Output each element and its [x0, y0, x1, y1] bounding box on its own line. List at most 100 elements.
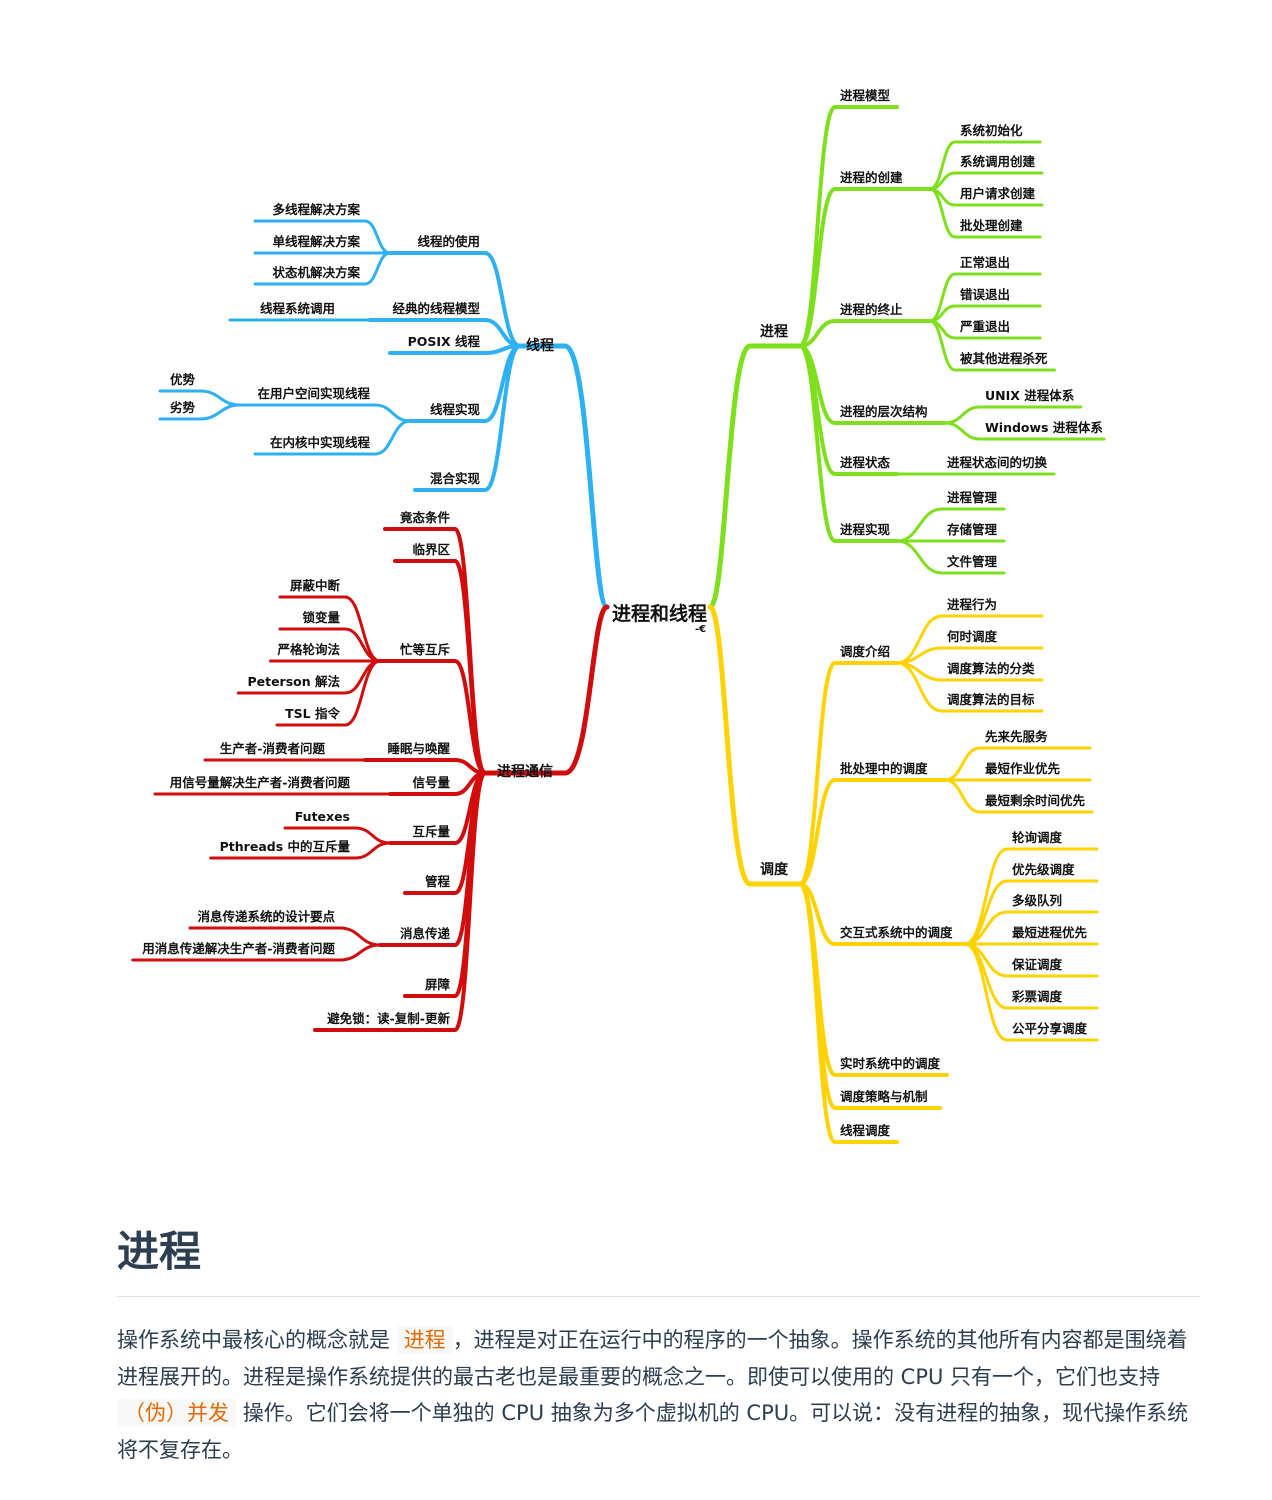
ipc-race: 竟态条件 — [399, 510, 451, 525]
ipc-monitor: 管程 — [425, 874, 451, 889]
trunk-ipc — [482, 604, 610, 776]
sched-realtime: 实时系统中的调度 — [840, 1056, 941, 1071]
process-model: 进程模型 — [840, 88, 891, 103]
ipc-rcu: 避免锁：读-复制-更新 — [327, 1011, 450, 1026]
impl-item-2: 文件管理 — [947, 554, 998, 569]
busy-wait-item-0: 屏蔽中断 — [289, 578, 341, 593]
interactive-item-6: 公平分享调度 — [1012, 1021, 1088, 1036]
termination-item-2: 严重退出 — [959, 319, 1010, 334]
hierarchy-item-1: Windows 进程体系 — [985, 420, 1103, 435]
sched-batch-edge — [798, 778, 947, 886]
ipc-rcu-edge — [313, 771, 487, 1032]
ipc-sleep-wake-edge — [363, 758, 487, 775]
sched-thread: 线程调度 — [840, 1123, 891, 1138]
classic-item-0: 线程系统调用 — [260, 301, 335, 316]
process-creation-edge — [798, 187, 932, 348]
sched-policy: 调度策略与机制 — [840, 1089, 928, 1104]
branch-process: 进程 — [760, 324, 788, 340]
batch-item-2-edge — [943, 778, 1094, 814]
sched-intro-edge — [798, 661, 899, 886]
interactive-item-4: 保证调度 — [1011, 957, 1063, 972]
thread-user-space-edge — [238, 403, 412, 423]
creation-item-3: 批处理创建 — [960, 218, 1023, 233]
batch-item-0: 先来先服务 — [985, 729, 1048, 744]
root-collapse-icon: -€ — [695, 624, 706, 635]
termination-item-1: 错误退出 — [960, 287, 1010, 302]
impl-item-2-edge — [895, 539, 1006, 575]
thread-user-space: 在用户空间实现线程 — [257, 386, 370, 401]
process-termination: 进程的终止 — [840, 302, 903, 317]
usage-item-2-edge — [253, 251, 392, 286]
interactive-item-5: 彩票调度 — [1011, 989, 1063, 1004]
hierarchy-item-1-edge — [943, 421, 1106, 441]
thread-posix: POSIX 线程 — [408, 334, 481, 349]
intro-paragraph: 操作系统中最核心的概念就是 进程，进程是对正在运行中的程序的一个抽象。操作系统的… — [117, 1322, 1207, 1468]
sched-intro: 调度介绍 — [840, 644, 890, 659]
state-item-0: 进程状态间的切换 — [947, 455, 1048, 470]
impl-item-1: 存储管理 — [946, 522, 998, 537]
inline-code-process: 进程 — [396, 1326, 453, 1354]
busy-wait-item-1: 锁变量 — [302, 610, 340, 625]
process-state: 进程状态 — [840, 455, 891, 470]
process-impl: 进程实现 — [840, 522, 891, 537]
ipc-busy-wait-edge — [378, 659, 487, 775]
section-title: 进程 — [117, 1227, 202, 1276]
message-item-1: 用消息传递解决生产者-消费者问题 — [141, 941, 335, 956]
process-impl-edge — [798, 344, 899, 543]
intro-item-1: 何时调度 — [947, 629, 998, 644]
intro-item-0: 进程行为 — [947, 597, 997, 612]
thread-hybrid-edge — [413, 344, 522, 492]
sched-thread-edge — [798, 882, 899, 1144]
interactive-item-2: 多级队列 — [1012, 893, 1062, 908]
interactive-item-6-edge — [963, 942, 1099, 1042]
busy-wait-item-3: Peterson 解法 — [247, 674, 340, 689]
sched-interactive: 交互式系统中的调度 — [840, 925, 953, 940]
paragraph-text-1: 操作系统中最核心的概念就是 — [117, 1328, 390, 1352]
ipc-mutex: 互斥量 — [412, 824, 450, 839]
interactive-item-0: 轮询调度 — [1012, 830, 1063, 845]
heading-divider — [117, 1296, 1200, 1297]
paragraph-text-3: 操作。它们会将一个单独的 CPU 抽象为多个虚拟机的 CPU。可以说：没有进程的… — [117, 1401, 1189, 1462]
process-creation: 进程的创建 — [840, 170, 903, 185]
ipc-message: 消息传递 — [400, 926, 451, 941]
user-space-item-1-edge — [158, 403, 242, 421]
mindmap-root: 进程和线程 — [612, 602, 707, 625]
user-space-item-1: 劣势 — [170, 400, 196, 415]
termination-item-0: 正常退出 — [960, 255, 1010, 270]
thread-impl: 线程实现 — [430, 402, 481, 417]
ipc-sleep-wake: 睡眠与唤醒 — [387, 741, 450, 756]
user-space-item-0: 优势 — [170, 372, 196, 387]
sched-interactive-edge — [798, 882, 967, 946]
thread-hybrid: 混合实现 — [430, 471, 481, 486]
usage-item-0: 多线程解决方案 — [272, 202, 360, 217]
inline-code-concurrency: （伪）并发 — [117, 1399, 236, 1427]
creation-item-0: 系统初始化 — [960, 123, 1023, 138]
trunk-thread — [517, 343, 610, 610]
mutex-item-0: Futexes — [295, 809, 350, 824]
creation-item-1: 系统调用创建 — [960, 154, 1036, 169]
thread-kernel-edge — [253, 419, 412, 456]
termination-item-3: 被其他进程杀死 — [960, 351, 1048, 366]
busy-wait-item-4-edge — [275, 659, 382, 727]
branch-thread: 线程 — [526, 337, 554, 354]
process-termination-edge — [798, 319, 932, 348]
intro-item-3-edge — [895, 661, 1044, 713]
intro-item-2: 调度算法的分类 — [947, 661, 1035, 676]
semaphore-item-0: 用信号量解决生产者-消费者问题 — [169, 775, 351, 790]
mutex-item-1-edge — [209, 841, 392, 860]
impl-item-0: 进程管理 — [947, 490, 998, 505]
termination-item-3-edge — [928, 319, 1056, 372]
sched-batch: 批处理中的调度 — [840, 761, 928, 776]
interactive-item-1: 优先级调度 — [1012, 862, 1075, 877]
ipc-critical: 临界区 — [412, 542, 450, 557]
branch-ipc: 进程通信 — [497, 763, 553, 780]
ipc-semaphore: 信号量 — [412, 775, 450, 790]
usage-item-1: 单线程解决方案 — [272, 234, 360, 249]
busy-wait-item-2: 严格轮询法 — [276, 642, 340, 657]
intro-item-3: 调度算法的目标 — [947, 692, 1035, 707]
branch-scheduling: 调度 — [760, 861, 789, 878]
thread-kernel: 在内核中实现线程 — [270, 435, 371, 450]
mutex-item-1: Pthreads 中的互斥量 — [220, 839, 351, 854]
mindmap-edges — [131, 105, 1106, 1144]
thread-classic: 经典的线程模型 — [392, 301, 480, 316]
